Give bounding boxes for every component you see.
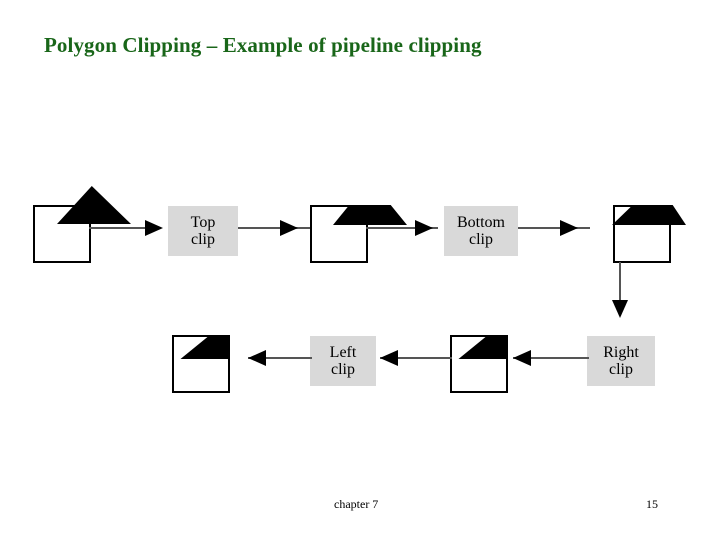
- polygon-shape-after-bottom-clip: [612, 205, 686, 225]
- connector-line-vertical: [619, 262, 621, 310]
- left-clip-label-line1: Left: [329, 343, 357, 361]
- arrowhead-right-2: [280, 220, 298, 236]
- polygon-shape-after-top-clip: [333, 205, 407, 225]
- polygon-shape-original: [57, 186, 131, 224]
- connector-line-6: [380, 357, 452, 359]
- bottom-clip-box[interactable]: Bottom clip: [444, 206, 523, 261]
- connector-line-7: [248, 357, 312, 359]
- connector-line-1: [89, 227, 161, 229]
- left-clip-box[interactable]: Left clip: [310, 336, 381, 391]
- right-clip-box[interactable]: Right clip: [587, 336, 660, 391]
- connector-line-5: [513, 357, 589, 359]
- top-clip-box[interactable]: Top clip: [168, 206, 243, 261]
- clip-window-square-3: [613, 205, 671, 263]
- arrowhead-right-3: [415, 220, 433, 236]
- top-clip-label-line2: clip: [191, 231, 215, 248]
- clip-window-square-2: [310, 205, 368, 263]
- connector-line-3: [366, 227, 438, 229]
- clip-window-square-4: [450, 335, 508, 393]
- arrowhead-right-1: [145, 220, 163, 236]
- left-clip-label-line2: clip: [331, 361, 355, 378]
- arrowhead-left-2: [380, 350, 398, 366]
- connector-line-2: [238, 227, 310, 229]
- polygon-shape-after-left-clip: [180, 337, 228, 359]
- connector-line-4: [518, 227, 590, 229]
- arrowhead-down: [612, 300, 628, 318]
- footer-page-number: 15: [646, 497, 658, 511]
- arrowhead-left-1: [513, 350, 531, 366]
- bottom-clip-label-line2: clip: [469, 231, 493, 248]
- clip-window-square-1: [33, 205, 91, 263]
- arrowhead-right-4: [560, 220, 578, 236]
- polygon-shape-after-right-clip: [458, 337, 506, 359]
- page-title: Polygon Clipping – Example of pipeline c…: [44, 33, 482, 57]
- clip-window-square-5: [172, 335, 230, 393]
- right-clip-label-line1: Right: [603, 343, 639, 361]
- footer-chapter-label: chapter 7: [334, 497, 379, 511]
- arrowhead-left-3: [248, 350, 266, 366]
- right-clip-label-line2: clip: [609, 361, 633, 378]
- top-clip-label-line1: Top: [190, 213, 216, 231]
- bottom-clip-label-line1: Bottom: [456, 213, 505, 231]
